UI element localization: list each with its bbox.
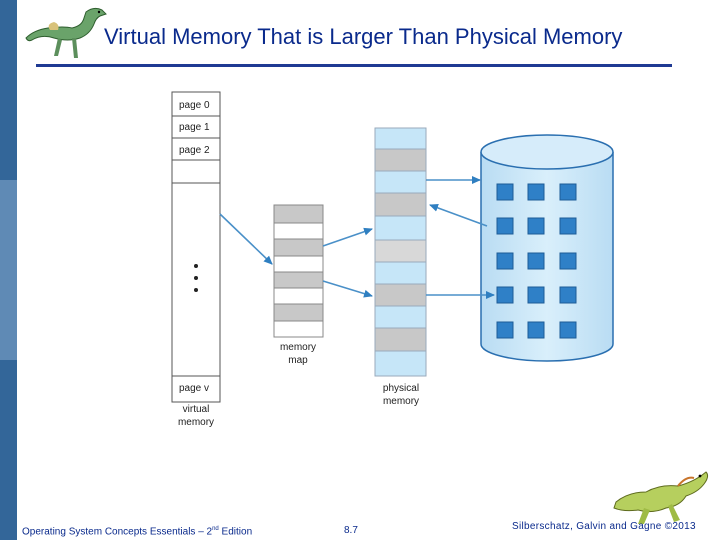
virtual-memory-column: page 0 page 1 page 2 page v virtual memo… <box>171 91 221 428</box>
memory-map-label-1: memory <box>280 342 316 353</box>
virtual-memory-label-1: virtual <box>183 404 210 415</box>
memory-map-label-2: map <box>288 355 308 366</box>
slide-title: Virtual Memory That is Larger Than Physi… <box>104 24 623 49</box>
memory-map-column: memory map <box>273 204 324 366</box>
physical-memory-label-1: physical <box>383 383 419 394</box>
arrow-disk-to-physical <box>429 204 488 227</box>
footer-book-title-main: Operating System Concepts Essentials – 2 <box>22 526 213 538</box>
arrow-map-to-physical-1 <box>322 227 373 247</box>
dinosaur-icon <box>25 7 107 58</box>
page-1-label: page 1 <box>179 122 210 133</box>
footer-book-title: Operating System Concepts Essentials – 2… <box>22 526 252 537</box>
page-v-label: page v <box>179 383 209 394</box>
ellipsis-dot <box>194 288 198 292</box>
lizard-icon <box>613 471 709 524</box>
footer-page-number: 8.7 <box>344 525 358 536</box>
virtual-memory-label-2: memory <box>178 417 214 428</box>
disk-cylinder-icon <box>480 134 614 362</box>
sidebar-stripe <box>0 0 17 540</box>
mapping-arrows <box>219 176 495 299</box>
footer-copyright: Silberschatz, Galvin and Gagne ©2013 <box>512 521 696 532</box>
footer-book-title-sup: nd <box>212 526 219 532</box>
footer-book-title-tail: Edition <box>218 526 253 538</box>
disk-block-grid <box>496 183 577 339</box>
ellipsis-dot <box>194 264 198 268</box>
physical-memory-label-2: memory <box>383 396 419 407</box>
arrow-virtual-to-map <box>219 213 273 265</box>
page-2-label: page 2 <box>179 145 210 156</box>
title-divider <box>36 64 672 67</box>
ellipsis-dot <box>194 276 198 280</box>
physical-memory-column: physical memory <box>374 127 427 407</box>
page-0-label: page 0 <box>179 100 210 111</box>
arrow-map-to-physical-2 <box>322 280 373 298</box>
